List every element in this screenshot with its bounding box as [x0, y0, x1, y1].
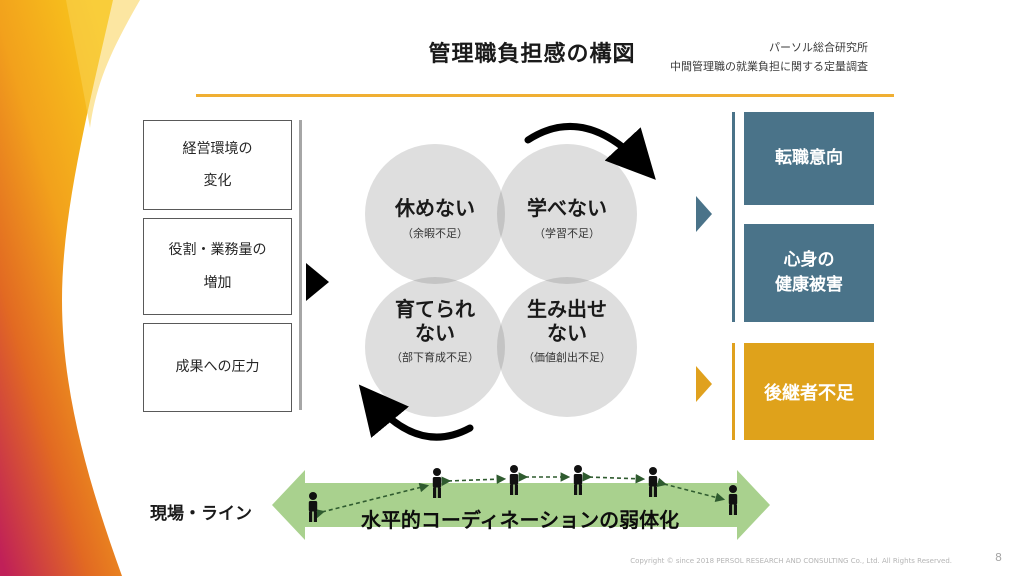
circle-title: 生み出せ ない — [492, 297, 642, 345]
outcome-box-successor: 後継者不足 — [744, 343, 874, 440]
dashed-link — [441, 474, 507, 487]
circle-title-line: ない — [547, 320, 587, 345]
causes-to-core-arrow-icon — [306, 263, 329, 301]
outcome-line: 後継者不足 — [764, 382, 854, 404]
frontline-label: 現場・ライン — [150, 504, 252, 524]
circle-subtitle: （余暇不足） — [402, 226, 468, 240]
outcome-bracket-orange — [732, 343, 735, 440]
outcome-box-turnover: 転職意向 — [744, 112, 874, 205]
circle-label-learn: 学べない （学習不足） — [492, 196, 642, 241]
source-org: パーソル総合研究所 — [769, 41, 868, 54]
circle-title-line: 育てられ — [395, 297, 475, 321]
circle-title-line: ない — [415, 320, 455, 345]
cause-box-line: 経営環境の — [182, 140, 253, 157]
circle-subtitle: （価値創出不足） — [523, 351, 611, 365]
person-icon — [648, 467, 658, 497]
circle-subtitle: （部下育成不足） — [391, 351, 479, 365]
cause-box-line: 成果への圧力 — [175, 359, 260, 376]
circle-subtitle: （学習不足） — [534, 226, 600, 240]
footer-copyright: Copyright © since 2018 PERSOL RESEARCH A… — [630, 557, 952, 565]
outcome-box-health: 心身の 健康被害 — [744, 224, 874, 322]
dashed-link — [656, 477, 726, 503]
outcome-arrow-teal-icon — [696, 196, 712, 232]
circle-title-line: 生み出せ — [527, 297, 607, 321]
cause-box-environment: 経営環境の 変化 — [143, 120, 292, 210]
page-number: 8 — [995, 551, 1002, 564]
cause-box-line: 変化 — [203, 173, 232, 189]
circle-label-rest: 休めない （余暇不足） — [360, 196, 510, 241]
cause-box-workload: 役割・業務量の 増加 — [143, 218, 292, 315]
circle-cannot-rest — [365, 144, 505, 284]
source-study: 中間管理職の就業負担に関する定量調査 — [670, 59, 868, 73]
banner-label: 水平的コーディネーションの弱体化 — [360, 508, 680, 532]
person-icon — [573, 465, 583, 495]
cause-box-line: 役割・業務量の — [168, 242, 267, 259]
outcome-line: 心身の — [783, 249, 835, 270]
circle-title: 育てられ ない — [360, 297, 510, 345]
circle-label-develop: 育てられ ない （部下育成不足） — [360, 297, 510, 365]
cause-box-pressure: 成果への圧力 — [143, 323, 292, 412]
circle-cannot-create — [497, 277, 637, 417]
circle-label-create: 生み出せ ない （価値創出不足） — [492, 297, 642, 365]
outcome-line: 転職意向 — [775, 147, 843, 168]
dashed-link — [582, 471, 646, 484]
circle-title: 学べない — [527, 196, 607, 220]
left-accent-graphic — [0, 0, 140, 576]
page-title: 管理職負担感の構図 — [428, 42, 636, 67]
person-icon — [509, 465, 519, 495]
person-icon — [432, 468, 442, 498]
outcome-bracket-teal — [732, 112, 735, 322]
cause-bracket-line — [299, 120, 302, 410]
source-attribution: パーソル総合研究所 中間管理職の就業負担に関する定量調査 — [468, 39, 868, 76]
circle-title: 休めない — [395, 196, 475, 220]
cause-box-line: 増加 — [203, 274, 232, 291]
outcome-line: 健康被害 — [775, 275, 843, 295]
gold-divider-line — [196, 94, 894, 97]
outcome-arrow-orange-icon — [696, 366, 712, 402]
